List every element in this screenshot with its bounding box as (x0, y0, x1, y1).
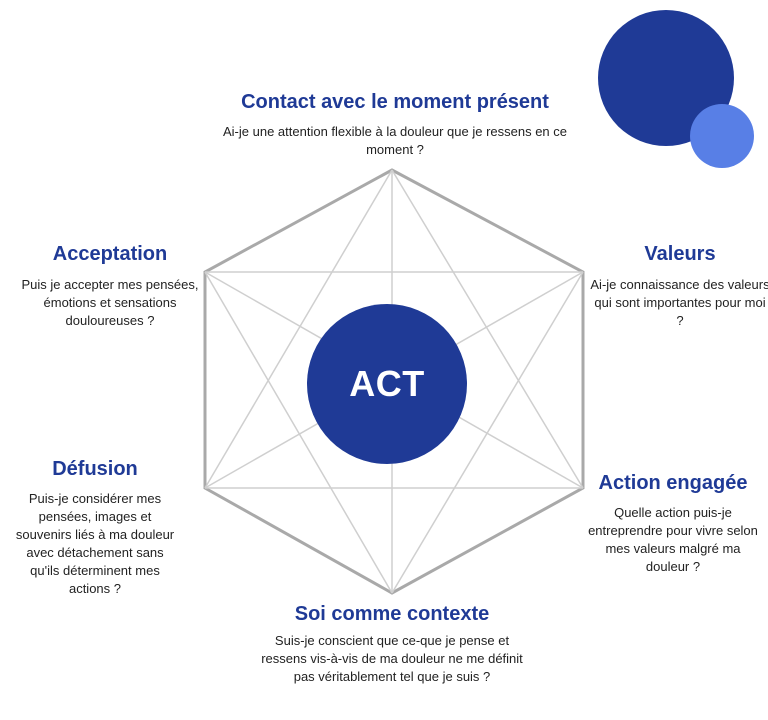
node-acceptation: Acceptation Puis je accepter mes pensées… (10, 242, 210, 330)
node-title: Soi comme contexte (294, 603, 490, 625)
node-title: Acceptation (52, 243, 168, 265)
node-title: Valeurs (644, 243, 716, 265)
node-action-engagee: Action engagée Quelle action puis-je ent… (588, 471, 758, 576)
act-center-circle: ACT (307, 304, 467, 464)
node-defusion: Défusion Puis-je considérer mes pensées,… (15, 457, 175, 598)
decorative-circle-small (690, 104, 754, 168)
node-valeurs: Valeurs Ai-je connaissance des valeurs q… (590, 242, 768, 330)
node-title: Action engagée (598, 472, 748, 494)
node-question: Ai-je connaissance des valeurs qui sont … (590, 277, 768, 328)
node-question: Puis-je considérer mes pensées, images e… (15, 491, 175, 596)
node-question: Suis-je conscient que ce-que je pense et… (261, 633, 523, 684)
node-soi-comme-contexte: Soi comme contexte Suis-je conscient que… (252, 602, 532, 686)
act-label: ACT (349, 363, 425, 404)
node-title: Contact avec le moment présent (241, 91, 549, 113)
node-contact-moment-present: Contact avec le moment présent Ai-je une… (215, 90, 575, 159)
node-question: Puis je accepter mes pensées, émotions e… (21, 277, 199, 328)
node-title: Défusion (52, 458, 138, 480)
node-question: Ai-je une attention flexible à la douleu… (223, 124, 567, 157)
node-question: Quelle action puis-je entreprendre pour … (588, 505, 758, 574)
